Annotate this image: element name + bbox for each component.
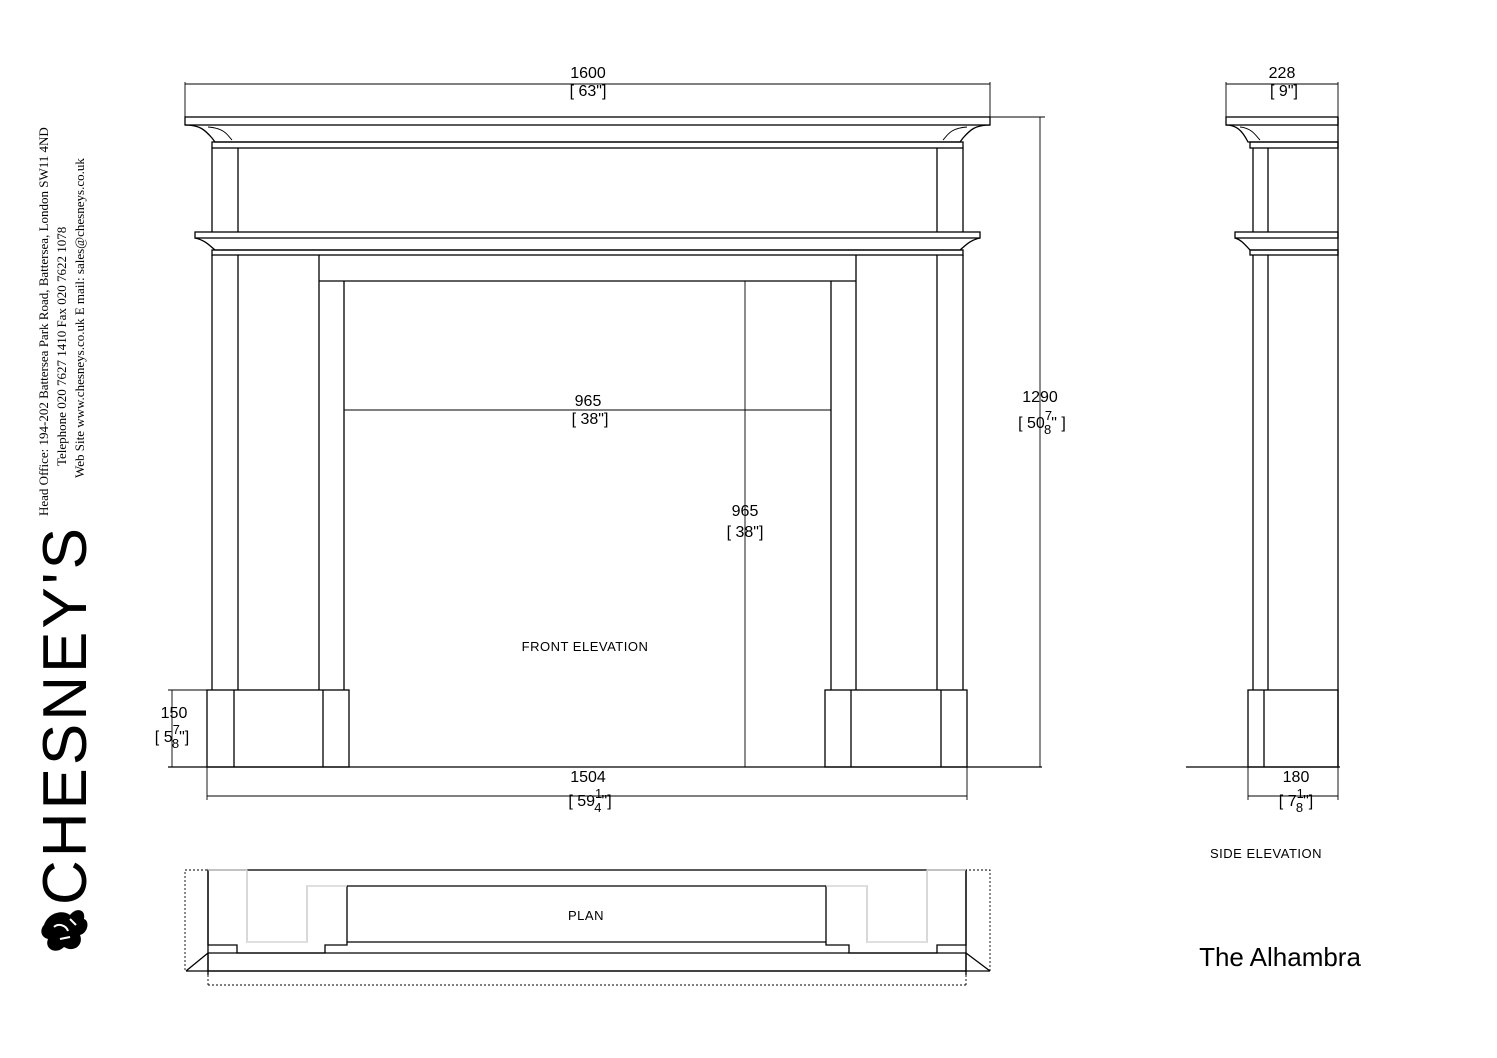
brand-wordmark: CHESNEY'S — [31, 525, 100, 905]
shelf-depth-mm: 228 — [1269, 65, 1296, 82]
plan-view: PLAN — [184, 869, 991, 986]
address-line-3: Web Site www.chesneys.co.uk E mail: sale… — [72, 158, 87, 478]
shelf-depth-in: [ 9"] — [1270, 83, 1298, 100]
address-line-2: Telephone 020 7627 1410 Fax 020 7622 107… — [54, 227, 69, 466]
side-elevation-label: SIDE ELEVATION — [1210, 846, 1322, 861]
base-depth-mm: 180 — [1283, 769, 1310, 786]
front-elevation-label: FRONT ELEVATION — [522, 639, 649, 654]
opening-width-in: [ 38"] — [572, 411, 609, 428]
side-elevation — [1186, 116, 1340, 768]
opening-height-mm: 965 — [732, 503, 759, 520]
plinth-height-mm: 150 — [161, 705, 188, 722]
opening-width-mm: 965 — [575, 393, 602, 410]
company-sidebar: Head Office: 194-202 Battersea Park Road… — [31, 127, 100, 951]
front-elevation — [168, 116, 1042, 768]
address-line-1: Head Office: 194-202 Battersea Park Road… — [36, 127, 51, 516]
product-title: The Alhambra — [1199, 942, 1361, 972]
griffin-logo-icon — [41, 910, 88, 951]
base-width-mm: 1504 — [570, 769, 606, 786]
overall-width-in: [ 63"] — [570, 83, 607, 100]
overall-height-mm: 1290 — [1022, 389, 1058, 406]
overall-width-mm: 1600 — [570, 65, 606, 82]
opening-height-in: [ 38"] — [727, 524, 764, 541]
plan-label: PLAN — [568, 908, 604, 923]
